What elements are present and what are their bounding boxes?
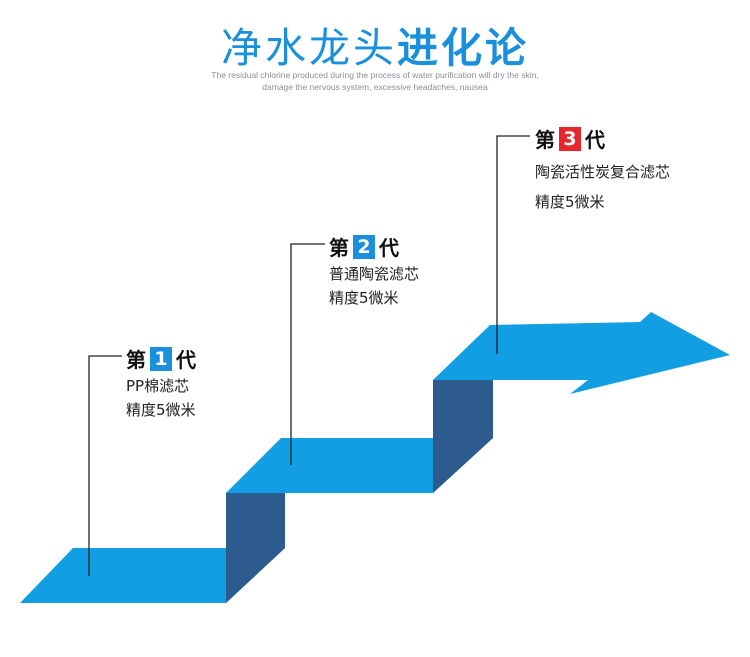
step-2 — [226, 438, 493, 493]
leader-line-1 — [88, 355, 122, 576]
step-1 — [20, 548, 285, 603]
step-3-arrow — [433, 312, 730, 394]
generation-2-desc: 普通陶瓷滤芯精度5微米 — [329, 265, 420, 307]
subtitle: The residual chlorine produced during th… — [211, 70, 539, 92]
generation-3-desc: 陶瓷活性炭复合滤芯精度5微米 — [535, 163, 671, 211]
leader-line-2 — [290, 243, 325, 465]
leader-line-3 — [496, 135, 530, 354]
page-title: 净水龙头进化论 — [221, 24, 529, 72]
generation-1-desc: PP棉滤芯精度5微米 — [126, 377, 196, 419]
